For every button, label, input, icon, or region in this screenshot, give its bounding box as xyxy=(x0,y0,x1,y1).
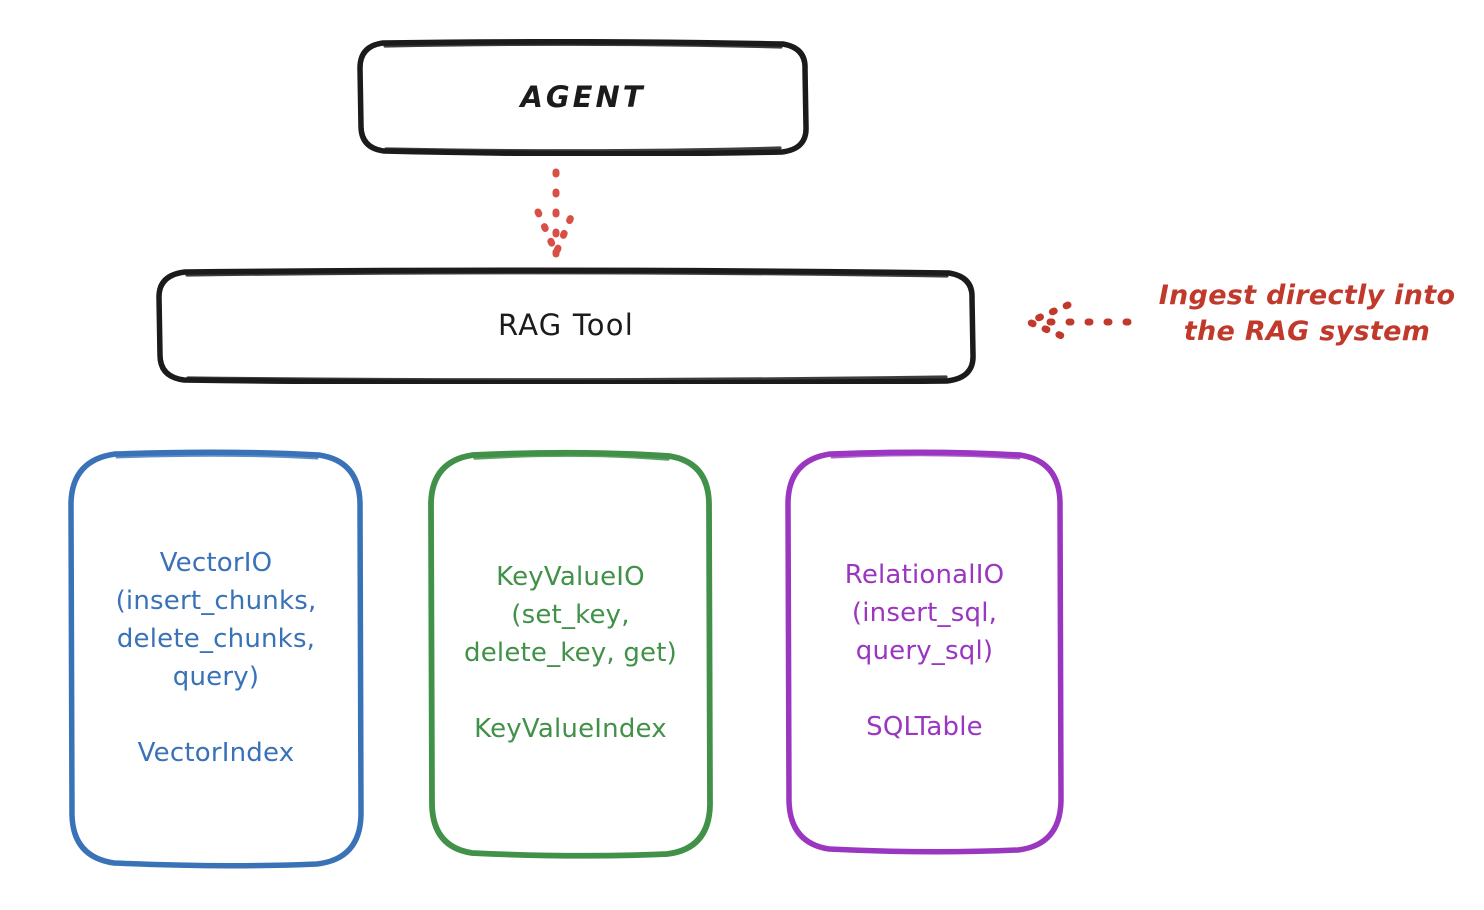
key-value-io-label: KeyValueIO (set_key, delete_key, get) Ke… xyxy=(464,562,677,744)
edge-agent-to-rag-tool xyxy=(534,168,578,262)
agent-label: AGENT xyxy=(520,80,646,115)
node-key-value-io[interactable]: KeyValueIO (set_key, delete_key, get) Ke… xyxy=(427,449,714,859)
node-rag-tool[interactable]: RAG Tool xyxy=(155,267,977,384)
vector-io-label: VectorIO (insert_chunks, delete_chunks, … xyxy=(115,548,317,768)
ingest-annotation-text: Ingest directly into the RAG system xyxy=(1158,280,1456,348)
edge-ingest-to-rag-tool xyxy=(1025,301,1132,343)
node-agent[interactable]: AGENT xyxy=(357,39,809,156)
node-relational-io[interactable]: RelationalIO (insert_sql, query_sql) SQL… xyxy=(784,449,1065,855)
rag-tool-label: RAG Tool xyxy=(498,308,634,343)
node-vector-io[interactable]: VectorIO (insert_chunks, delete_chunks, … xyxy=(67,449,365,869)
relational-io-label: RelationalIO (insert_sql, query_sql) SQL… xyxy=(844,560,1005,742)
